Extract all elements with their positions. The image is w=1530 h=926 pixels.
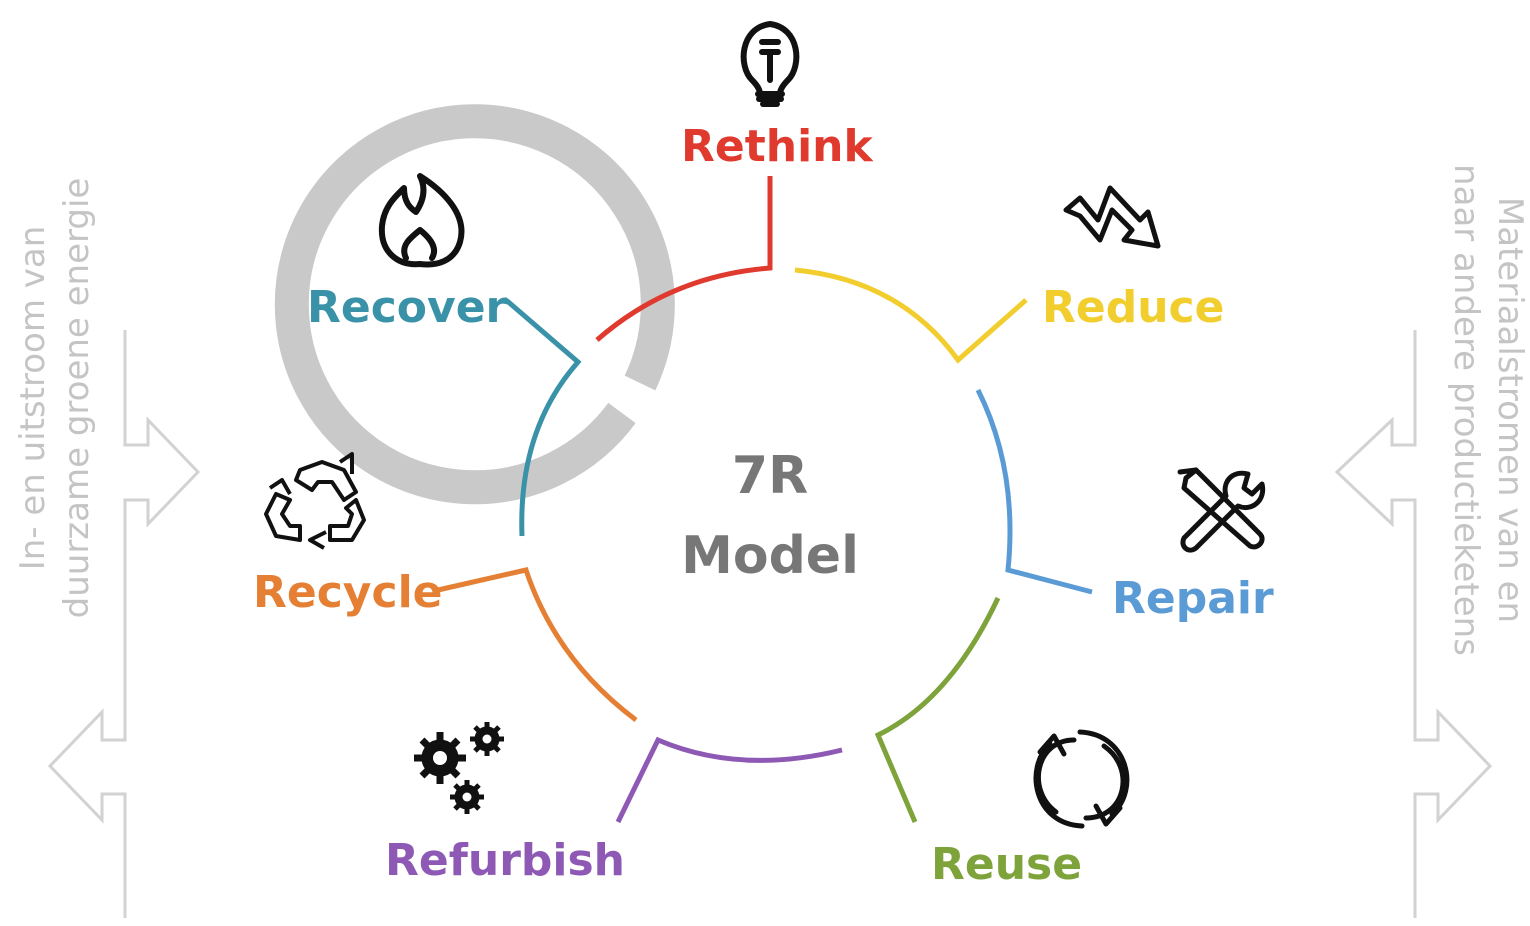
segment-recover [504,298,582,537]
recycle-icon [264,452,366,550]
label-refurbish: Refurbish [385,835,625,886]
segment-reuse [874,596,1001,823]
segment-repair [975,388,1093,595]
left-side-line-1: In- en uitstroom van [13,225,53,571]
center-line-1: 7R [731,446,809,506]
label-recycle: Recycle [253,567,443,618]
flame-icon [378,173,465,268]
label-reduce: Reduce [1042,282,1225,333]
cycle-arrows-icon [1033,729,1130,829]
lightbulb-icon [740,21,800,107]
segment-reduce [794,267,1028,364]
label-reuse: Reuse [931,839,1083,890]
downtrend-arrow-icon [1063,185,1161,249]
label-repair: Repair [1112,573,1274,624]
left-side-caption: In- en uitstroom van duurzame groene ene… [11,178,99,619]
right-flow-arrow [1334,330,1493,918]
segment-recycle [437,567,638,722]
left-side-line-2: duurzame groene energie [57,177,97,619]
segment-refurbish [615,736,843,824]
segment-rethink [595,176,773,342]
label-recover: Recover [307,282,508,333]
center-line-2: Model [681,526,859,586]
right-side-caption: Materiaalstromen van en naar andere prod… [1444,164,1530,656]
right-side-line-2: naar andere productieketens [1446,164,1486,656]
label-rethink: Rethink [681,121,873,172]
center-ring [274,104,675,505]
tools-icon [1177,467,1266,553]
gears-icon [414,722,504,814]
center-title: 7R Model [681,436,859,596]
right-side-line-1: Materiaalstromen van en [1490,196,1530,624]
left-flow-arrow [47,330,201,918]
